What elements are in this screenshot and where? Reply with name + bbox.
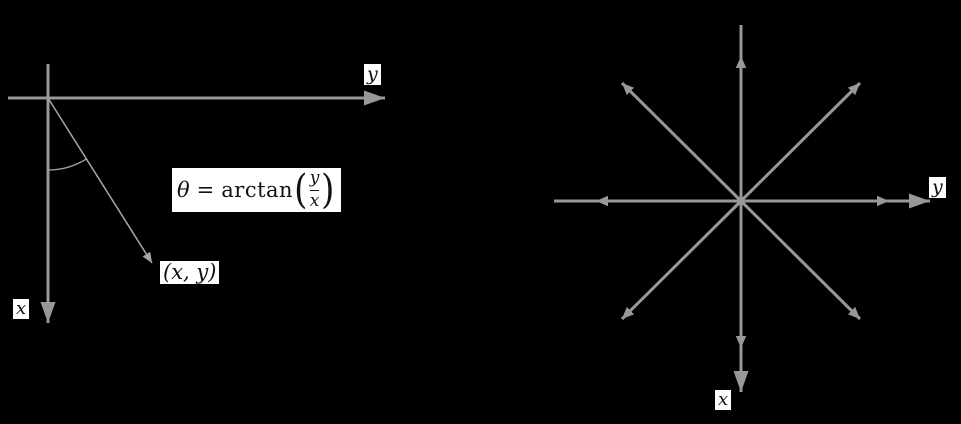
right-x-axis-label: x <box>715 390 732 410</box>
right-y-axis-label: y <box>929 177 946 198</box>
radial-arrow-up-right <box>739 81 862 203</box>
point-xy-label: (x, y) <box>160 261 220 284</box>
left-figure <box>8 64 385 323</box>
formula-fraction: y x <box>309 168 320 212</box>
formula-theta: θ <box>177 177 190 202</box>
left-x-axis-label: x <box>13 299 30 319</box>
radial-arrow-up-left <box>620 81 743 203</box>
formula-close-paren: ) <box>321 167 335 214</box>
fraction-bar <box>309 189 320 191</box>
radial-arrow-down-left <box>620 199 743 321</box>
formula-arctan: arctan <box>221 177 294 202</box>
left-angle-arc <box>47 158 87 171</box>
left-point-vector-arrow <box>47 97 153 264</box>
right-figure <box>554 25 930 392</box>
formula-numerator: y <box>309 168 320 188</box>
formula-equals: = <box>196 177 215 202</box>
formula-denominator: x <box>309 191 320 212</box>
left-y-axis-label: y <box>364 64 381 85</box>
radial-arrow-down-right <box>739 199 862 321</box>
formula-theta-arctan: θ = arctan ( y x ) <box>172 167 341 214</box>
formula-open-paren: ( <box>294 167 308 214</box>
